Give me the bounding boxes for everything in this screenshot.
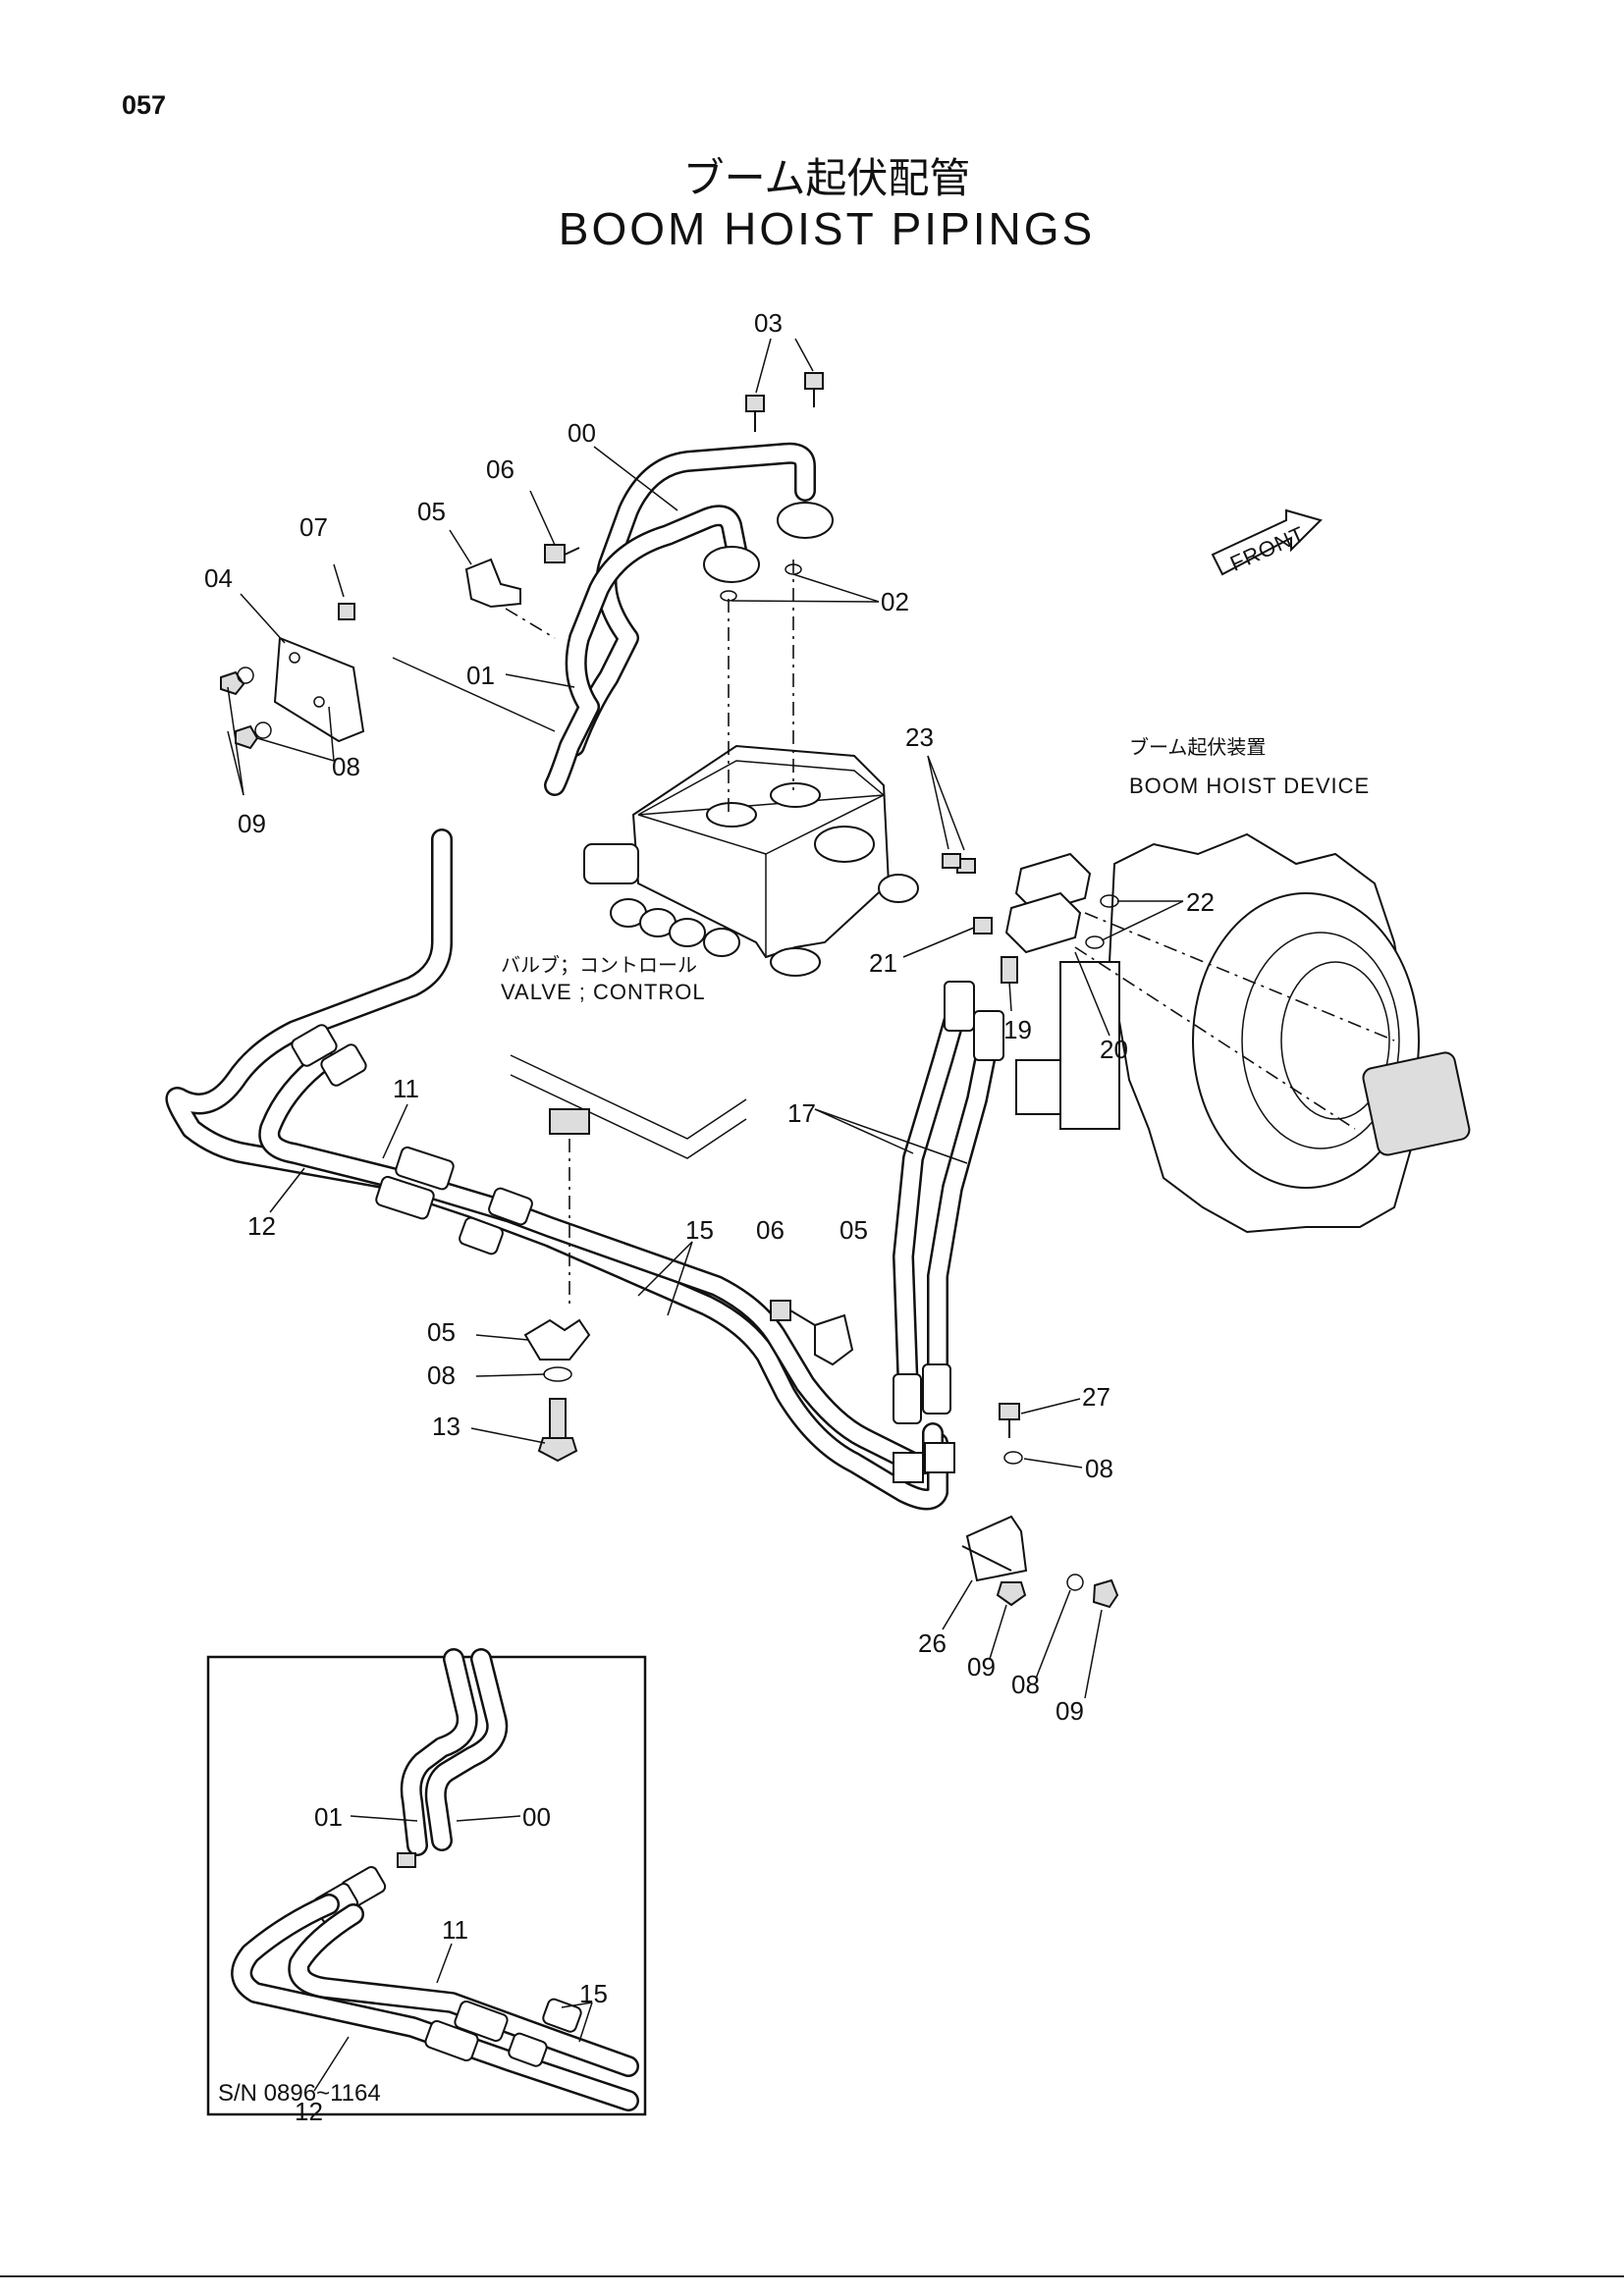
bracket-04 [220,603,556,750]
callout-09-lower: 09 [1056,1696,1084,1726]
callout-12: 12 [247,1211,276,1241]
valve-label-en: VALVE ; CONTROL [501,980,706,1004]
callout-06-lower: 06 [756,1215,785,1245]
lower-clamp-05 [523,1318,591,1463]
valve-label-jp: バルブ；コントロール [501,953,697,977]
callout-26: 26 [918,1629,947,1658]
leader-lines [227,338,1184,1699]
device-label-en: BOOM HOIST DEVICE [1129,774,1370,798]
page-title-jp: ブーム起伏配管 [682,154,971,202]
page-title-en: BOOM HOIST PIPINGS [558,203,1096,254]
mounting-plate [510,1054,747,1306]
callout-02: 02 [881,587,909,616]
callout-04: 04 [204,563,233,593]
callout-08-lower: 08 [1011,1670,1040,1699]
inset-callout-11: 11 [442,1915,468,1945]
callout-11: 11 [393,1074,419,1103]
mid-clamp-05-06 [770,1300,854,1366]
pipe-00-01 [544,442,834,796]
control-valve [583,744,919,977]
callout-07: 07 [299,512,328,542]
callout-08-bracket: 08 [1085,1454,1113,1483]
callout-08-washer: 08 [427,1361,456,1390]
inset-callout-12: 12 [295,2097,323,2126]
device-label-jp: ブーム起伏装置 [1129,735,1266,759]
inset-serial-range: S/N 0896~1164 [218,2080,381,2107]
bolt-03 [745,372,824,432]
callout-05: 05 [417,497,446,526]
callout-27: 27 [1082,1382,1110,1412]
callout-22: 22 [1186,887,1215,917]
callout-05-clamp: 05 [427,1317,456,1347]
callout-01: 01 [466,661,495,690]
callout-19: 19 [1003,1015,1032,1044]
callout-21: 21 [869,948,897,978]
callout-20: 20 [1100,1035,1128,1064]
boom-hoist-device [1015,832,1471,1234]
callout-17: 17 [787,1098,816,1128]
front-arrow: FRONT [1211,508,1323,576]
bracket-26 [961,1403,1119,1609]
callout-09-nut: 09 [967,1652,996,1682]
footer-rule [0,2275,1624,2277]
inset-callout-15: 15 [579,1979,608,2008]
callout-03: 03 [754,308,783,338]
inset-callout-00: 00 [522,1802,551,1832]
page-number: 057 [122,90,167,120]
callout-08: 08 [332,752,360,781]
inset-callout-01: 01 [314,1802,343,1832]
callout-23: 23 [905,722,934,752]
hoses-17 [893,981,1004,1483]
callout-06: 06 [486,454,514,484]
flange-fittings [942,852,1119,984]
callout-13: 13 [432,1412,460,1441]
callout-00: 00 [568,418,596,448]
callout-05-lower: 05 [839,1215,868,1245]
callout-09: 09 [238,809,266,838]
clamp-05-top [464,544,580,639]
callout-15: 15 [685,1215,714,1245]
inset-detail: 01 00 11 15 12 S/N 0896~1164 [206,1648,647,2126]
